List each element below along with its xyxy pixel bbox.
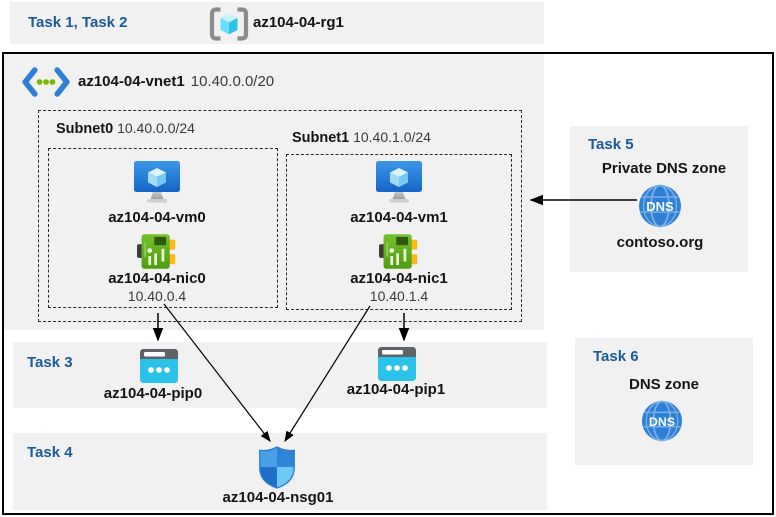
subnet1-name: Subnet1	[292, 130, 350, 146]
nic0-icon	[137, 233, 177, 270]
subnet0-label: Subnet0 10.40.0.0/24	[56, 120, 195, 137]
virtual-network-icon	[22, 67, 70, 97]
nic1-name: az104-04-nic1	[350, 270, 448, 287]
vm0-name: az104-04-vm0	[108, 209, 206, 226]
task3-label: Task 3	[27, 354, 73, 371]
resource-group-icon	[209, 7, 249, 41]
subnet1-cidr: 10.40.1.0/24	[353, 129, 431, 145]
subnet1-dashed-box	[286, 154, 512, 310]
pip1-name: az104-04-pip1	[346, 381, 446, 398]
private-dns-zone-icon	[638, 184, 682, 228]
subnet0-cidr: 10.40.0.0/24	[117, 120, 195, 136]
dns-zone-title: DNS zone	[628, 376, 700, 393]
task4-label: Task 4	[27, 444, 73, 461]
private-dns-zone-name: contoso.org	[616, 234, 704, 251]
dns-zone-icon	[641, 400, 683, 442]
subnet0-dashed-box	[48, 148, 278, 308]
task1-task2-label: Task 1, Task 2	[28, 14, 128, 31]
task3-band: Task 3	[13, 342, 547, 408]
nsg-shield-icon	[257, 445, 297, 489]
vnet-name: az104-04-vnet1	[78, 73, 185, 90]
nic1-ip: 10.40.1.4	[369, 288, 429, 304]
nic1-icon	[379, 233, 419, 270]
task6-box: Task 6 DNS zone	[575, 338, 753, 465]
vm1-name: az104-04-vm1	[350, 209, 448, 226]
pip0-icon	[139, 348, 179, 384]
private-dns-zone-title: Private DNS zone	[601, 160, 727, 177]
vnet-cidr: 10.40.0.0/20	[190, 73, 275, 90]
task5-label: Task 5	[588, 136, 634, 153]
subnet0-name: Subnet0	[56, 121, 114, 137]
resource-group-name: az104-04-rg1	[253, 14, 344, 31]
nic0-name: az104-04-nic0	[108, 270, 206, 287]
diagram-frame	[2, 52, 774, 515]
nic0-ip: 10.40.0.4	[127, 288, 187, 304]
nsg-name: az104-04-nsg01	[222, 489, 334, 506]
vm0-icon	[133, 160, 181, 204]
pip0-name: az104-04-pip0	[103, 385, 203, 402]
vm1-icon	[375, 160, 423, 204]
task1-task2-band: Task 1, Task 2 az104-04-rg1	[10, 2, 544, 44]
subnet1-label: Subnet1 10.40.1.0/24	[292, 129, 431, 146]
subnets-outer-dashed-box	[38, 110, 522, 322]
pip1-icon	[377, 346, 417, 382]
vnet-region	[4, 54, 544, 330]
task5-box: Task 5 Private DNS zone contoso.org	[570, 126, 748, 272]
vnet-title: az104-04-vnet1 10.40.0.0/20	[78, 73, 274, 90]
task6-label: Task 6	[593, 348, 639, 365]
